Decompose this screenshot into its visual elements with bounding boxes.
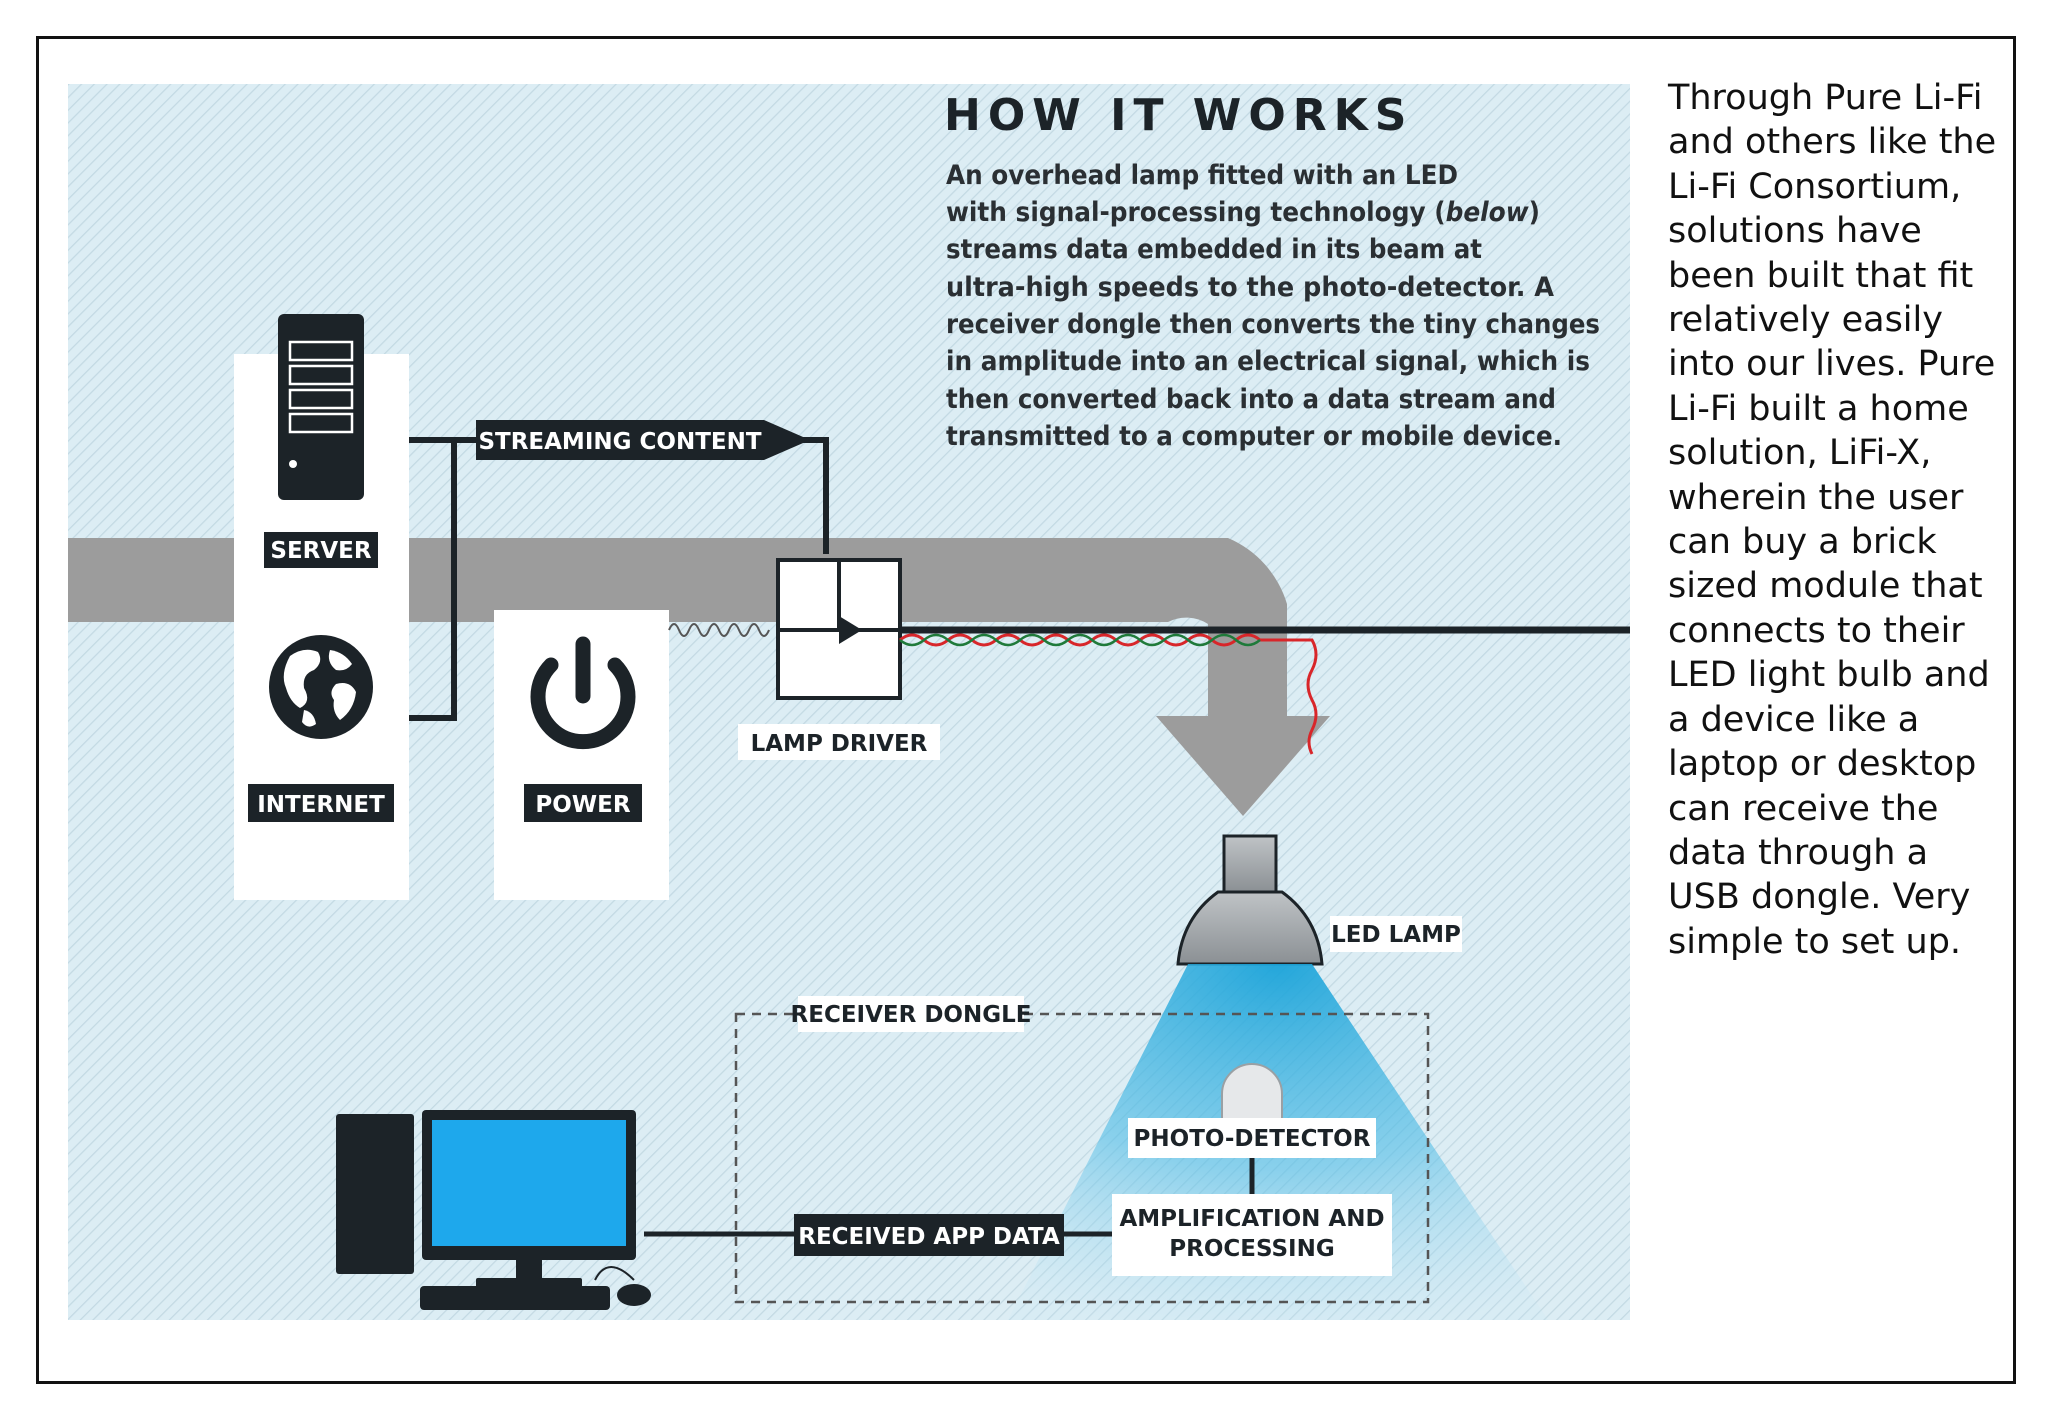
intro-line: receiver dongle then converts the tiny c… [946,309,1600,340]
intro-line: then converted back into a data stream a… [946,384,1556,415]
intro-line: in amplitude into an electrical signal, … [946,346,1590,377]
receiver-dongle-label: RECEIVER DONGLE [791,1002,1032,1028]
twisted-wire-red [899,633,1318,755]
photo-detector-label: PHOTO-DETECTOR [1134,1126,1371,1152]
diagram-heading: HOW IT WORKS [944,90,1413,141]
globe-icon [269,635,373,739]
internet-label: INTERNET [257,792,385,818]
server-card: SERVER [234,314,409,644]
lamp-driver [776,558,902,700]
intro-paragraph: An overhead lamp fitted with an LED with… [946,160,1600,452]
internet-card: INTERNET [234,610,409,900]
li-fi-diagram: SERVER INTERNET POWER STREAMING CONTENT [68,84,1630,1320]
led-lamp [1176,834,1324,966]
server-label: SERVER [270,538,371,564]
twisted-wire-green [899,633,1261,647]
server-drive-bays [288,340,354,468]
power-card: POWER [494,610,669,900]
received-app-data-label: RECEIVED APP DATA [798,1224,1060,1250]
receiver-dongle-box [734,1012,1430,1304]
desktop-computer-icon [336,1110,651,1310]
photo-detector [1221,1063,1283,1125]
power-icon [530,636,636,750]
lamp-driver-label: LAMP DRIVER [751,731,928,757]
power-label: POWER [535,792,630,818]
intro-line: streams data embedded in its beam at [946,234,1482,265]
amplification-label-line1: AMPLIFICATION AND [1119,1206,1384,1232]
led-lamp-label: LED LAMP [1331,922,1461,948]
intro-line: ultra-high speeds to the photo-detector.… [946,272,1554,303]
side-description: Through Pure Li-Fi and others like the L… [1668,78,1997,962]
streaming-content-label: STREAMING CONTENT [478,429,761,455]
streaming-arrow [764,420,810,460]
amplification-label-line2: PROCESSING [1169,1236,1335,1262]
intro-line: transmitted to a computer or mobile devi… [946,421,1562,452]
power-coil [668,623,770,637]
intro-line: An overhead lamp fitted with an LED [946,160,1458,191]
intro-line: with signal-processing technology (below… [946,197,1540,228]
amplification-box [1112,1194,1392,1276]
